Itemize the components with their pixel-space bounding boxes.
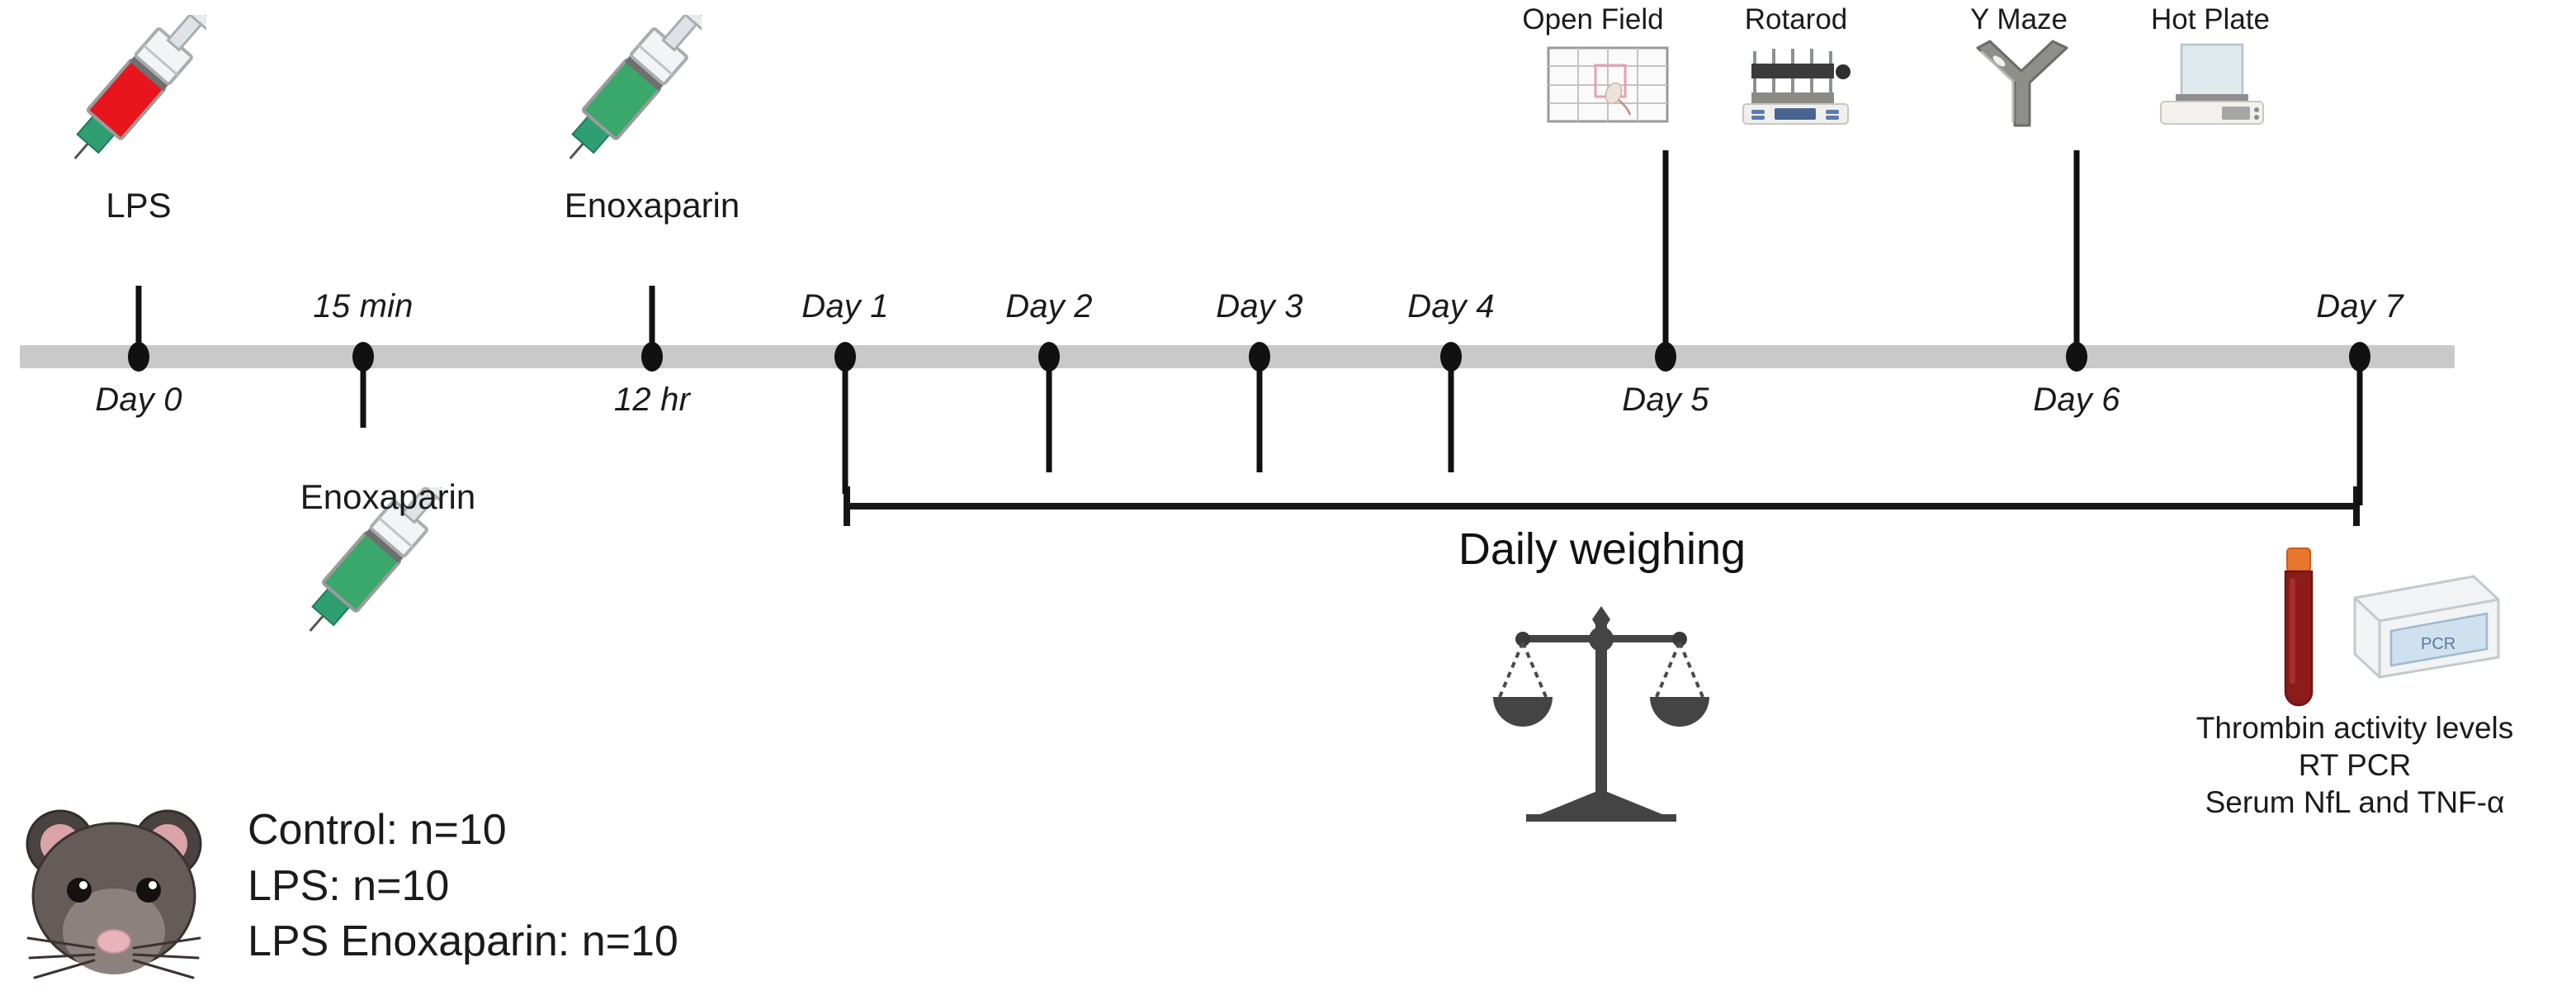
tick-stem-min15 [360, 357, 366, 428]
assay-line-2: RT PCR [2298, 748, 2412, 783]
tick-dot-min15 [352, 342, 374, 372]
enoxaparin-15min-label: Enoxaparin [300, 477, 476, 516]
tick-label-day4: Day 4 [1407, 288, 1495, 325]
daily-weighing-bracket [844, 503, 2360, 509]
bracket-cap-left [844, 486, 850, 526]
tick-dot-day4 [1440, 342, 1462, 372]
tick-stem-day4 [1448, 357, 1454, 472]
tick-label-day3: Day 3 [1216, 288, 1303, 325]
open-field-caption: Open Field [1522, 3, 1664, 36]
rotarod-caption: Rotarod [1744, 3, 1848, 36]
balance-scale-icon [1482, 601, 1721, 832]
syringe-icon [73, 0, 224, 159]
hot-plate-icon [2153, 43, 2272, 130]
tick-stem-day6 [2073, 150, 2080, 357]
group-line-lps-enoxaparin: LPS Enoxaparin: n=10 [248, 917, 678, 966]
tick-label-hr12: 12 hr [613, 382, 691, 418]
tick-stem-day5 [1662, 150, 1669, 357]
tick-stem-day1 [842, 357, 848, 494]
tick-stem-day7 [2356, 357, 2363, 505]
open-field-icon [1546, 45, 1670, 128]
tick-stem-day0 [135, 286, 142, 357]
enoxaparin-12hr-injection-group [545, 0, 719, 184]
pcr-machine-icon: PCR [2348, 570, 2505, 685]
enoxaparin-12hr-label: Enoxaparin [564, 186, 740, 225]
y-maze-caption: Y Maze [1969, 3, 2068, 36]
tick-dot-day0 [128, 342, 149, 372]
rotarod-icon [1738, 41, 1858, 132]
daily-weighing-title: Daily weighing [1458, 524, 1746, 574]
tick-label-min15: 15 min [313, 288, 414, 325]
tick-stem-day3 [1256, 357, 1263, 472]
tick-dot-day6 [2066, 342, 2087, 372]
svg-text:PCR: PCR [2421, 635, 2455, 653]
tick-label-day1: Day 1 [801, 288, 889, 325]
y-maze-icon [1967, 40, 2074, 135]
assay-line-3: Serum NfL and TNF-α [2205, 785, 2505, 820]
blood-tube-icon [2274, 547, 2323, 716]
group-line-lps: LPS: n=10 [248, 861, 450, 910]
tick-dot-day3 [1249, 342, 1270, 372]
tick-dot-day7 [2349, 342, 2370, 372]
lps-injection-label: LPS [106, 186, 172, 225]
mouse-icon [15, 793, 234, 995]
tick-stem-hr12 [649, 286, 655, 357]
bracket-cap-right [2353, 486, 2360, 526]
tick-dot-day1 [834, 342, 856, 372]
tick-label-day5: Day 5 [1622, 382, 1709, 418]
terminal-assay-caption: Thrombin activity levels RT PCR Serum Nf… [2196, 709, 2514, 821]
group-legend: Control: n=10 LPS: n=10 LPS Enoxaparin: … [248, 803, 678, 970]
hot-plate-caption: Hot Plate [2151, 3, 2270, 36]
tick-stem-day2 [1046, 357, 1052, 472]
tick-dot-day5 [1655, 342, 1676, 372]
tick-dot-hr12 [641, 342, 663, 372]
syringe-icon [569, 0, 719, 159]
group-line-control: Control: n=10 [248, 806, 507, 854]
tick-dot-day2 [1038, 342, 1060, 372]
tick-label-day7: Day 7 [2316, 288, 2403, 325]
lps-injection-group [50, 0, 224, 184]
timeline-axis [20, 345, 2455, 368]
assay-line-1: Thrombin activity levels [2196, 711, 2514, 745]
tick-label-day0: Day 0 [95, 382, 182, 418]
tick-label-day6: Day 6 [2033, 382, 2120, 418]
tick-label-day2: Day 2 [1005, 288, 1093, 325]
